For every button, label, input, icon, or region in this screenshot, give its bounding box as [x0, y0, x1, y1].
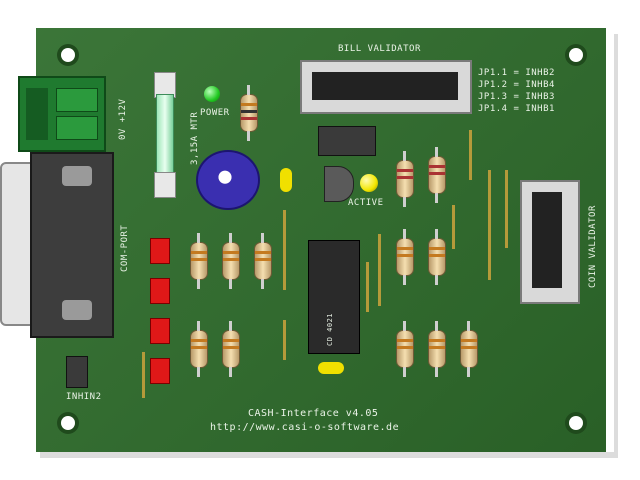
- fuse-label: 3,15A MTR: [190, 111, 200, 165]
- mount-hole-bottom-left: [61, 416, 75, 430]
- mount-hole-bottom-right: [569, 416, 583, 430]
- electrolytic-capacitor: [196, 150, 260, 210]
- mount-hole-top-right: [569, 48, 583, 62]
- active-label: ACTIVE: [348, 198, 384, 208]
- trace: [283, 210, 286, 290]
- ceramic-capacitor: [318, 362, 344, 374]
- resistor: [222, 321, 240, 377]
- trace: [142, 352, 145, 398]
- coin-validator-label: COIN VALIDATOR: [588, 205, 598, 288]
- com-port-connector[interactable]: [0, 152, 114, 338]
- coin-validator-connector[interactable]: [520, 180, 580, 304]
- bill-validator-connector[interactable]: [300, 60, 472, 114]
- trace: [452, 205, 455, 249]
- ic-chip: [308, 240, 360, 354]
- trace: [488, 170, 491, 280]
- mount-hole-top-left: [61, 48, 75, 62]
- status-led-1: [150, 238, 170, 264]
- trace: [283, 320, 286, 360]
- status-led-4: [150, 358, 170, 384]
- inhibit-connector-label: INHIN2: [66, 392, 102, 402]
- trace: [378, 234, 381, 306]
- power-label: POWER: [200, 108, 230, 118]
- resistor: [428, 229, 446, 285]
- resistor: [190, 233, 208, 289]
- resistor: [254, 233, 272, 289]
- resistor: [190, 321, 208, 377]
- resistor: [222, 233, 240, 289]
- resistor: [240, 85, 258, 141]
- resistor: [428, 321, 446, 377]
- resistor: [460, 321, 478, 377]
- resistor: [396, 229, 414, 285]
- power-terminal-block: [18, 76, 106, 152]
- status-led-2: [150, 278, 170, 304]
- resistor: [396, 321, 414, 377]
- transistor: [324, 166, 354, 202]
- jumper-legend-1: JP1.1 = INHB2: [478, 68, 555, 78]
- power-led: [204, 86, 220, 102]
- ceramic-capacitor: [280, 168, 292, 192]
- board-title: CASH-Interface v4.05: [248, 408, 379, 419]
- fuse-holder: [146, 72, 182, 198]
- trace: [366, 262, 369, 312]
- trace: [469, 130, 472, 180]
- jumper-legend-2: JP1.2 = INHB4: [478, 80, 555, 90]
- status-led-3: [150, 318, 170, 344]
- resistor: [428, 147, 446, 203]
- pin-header-2x4: [318, 126, 376, 156]
- inhibit-connector[interactable]: [66, 356, 88, 388]
- active-led: [360, 174, 378, 192]
- ic-label: CD 4021: [326, 312, 334, 346]
- jumper-legend-4: JP1.4 = INHB1: [478, 104, 555, 114]
- com-port-label: COM-PORT: [120, 224, 130, 272]
- voltage-label: 0V +12V: [118, 98, 128, 140]
- trace: [505, 170, 508, 248]
- bill-validator-label: BILL VALIDATOR: [338, 44, 421, 54]
- resistor: [396, 151, 414, 207]
- board-url: http://www.casi-o-software.de: [210, 422, 400, 433]
- jumper-legend-3: JP1.3 = INHB3: [478, 92, 555, 102]
